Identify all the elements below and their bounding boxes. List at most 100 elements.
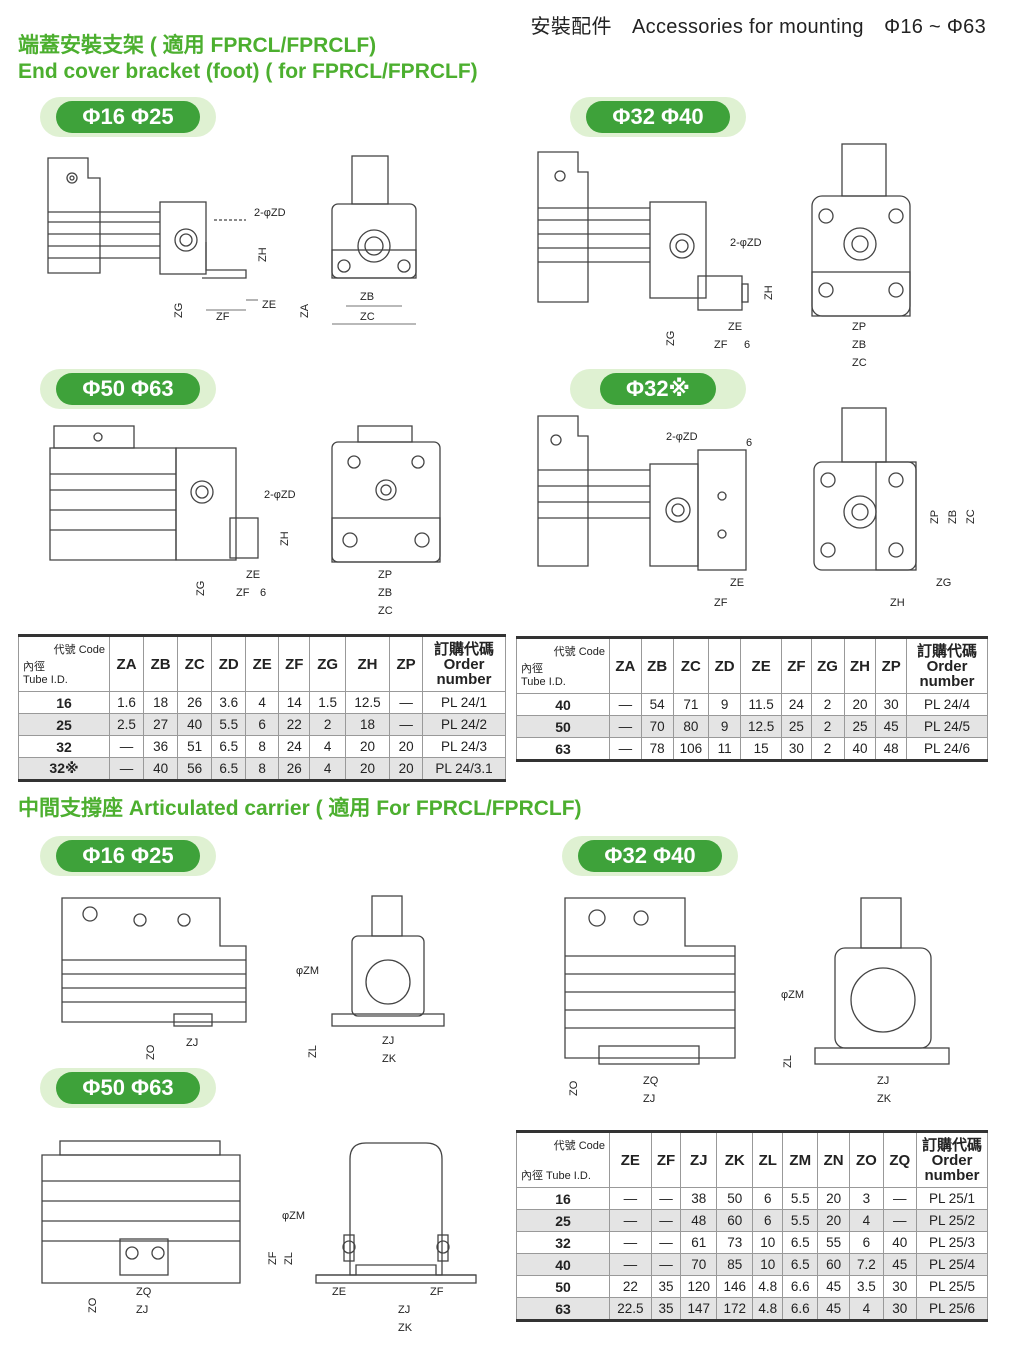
table-cell: 27 [143, 713, 179, 736]
row-tube-id: 63 [516, 737, 610, 762]
drawing-foot-32-40-side: 2-φZD ZH ZG ZE ZF 6 [537, 151, 775, 351]
table-cell: 120 [680, 1275, 718, 1298]
col-header: ZE [245, 634, 280, 692]
dim-label-zb-3: ZB [378, 587, 392, 599]
dim-label-zf-5: ZF [267, 1251, 279, 1265]
drawing-carrier-16-25-side: ZO ZJ [61, 897, 247, 1060]
table-cell: 30 [781, 737, 812, 762]
col-header: ZE [609, 1130, 652, 1188]
col-header: ZB [640, 636, 674, 694]
table-cell: 71 [672, 693, 710, 716]
table-carrier: 代號 Code 內徑 Tube I.D. ZE ZF ZJ ZK ZL ZM Z… [516, 1130, 988, 1322]
pill-d32-d40: Φ32 Φ40 [570, 97, 746, 137]
table-cell: 5.5 [782, 1209, 819, 1232]
dim-label-zo: ZO [145, 1044, 157, 1060]
table-cell: 4 [309, 735, 346, 758]
table-cell: 20 [817, 1209, 851, 1232]
col-header: ZP [389, 634, 423, 692]
table-cell: 55 [817, 1231, 851, 1254]
dim-label-zb-2: ZB [852, 339, 866, 351]
order-number: PL 24/4 [906, 693, 988, 716]
col-header: ZJ [680, 1130, 718, 1188]
table-cell: 12.5 [739, 715, 783, 738]
table-cell: 73 [716, 1231, 754, 1254]
table-cell: 22 [278, 713, 311, 736]
table-cell: 3.5 [849, 1275, 884, 1298]
dim-label-zc-4: ZC [965, 509, 977, 524]
dim-label-zk-3: ZK [398, 1322, 413, 1334]
row-tube-id: 40 [516, 1253, 610, 1276]
dim-label-zg-4: ZG [936, 577, 951, 589]
table-cell: 40 [843, 737, 877, 762]
table-cell: 4.8 [752, 1275, 784, 1298]
table-cell: — [108, 735, 145, 758]
table-cell: 56 [177, 757, 213, 782]
order-number: PL 24/6 [906, 737, 988, 762]
col-header: ZF [278, 634, 311, 692]
row-tube-id: 50 [516, 1275, 610, 1298]
table-cell: 11.5 [739, 693, 783, 716]
dim-label-ze-4: ZE [730, 577, 744, 589]
table-cell: 51 [177, 735, 213, 758]
dim-label-zd-3: 2-φZD [264, 489, 296, 501]
table-cell: — [609, 1253, 652, 1276]
dim-label-zo-2: ZO [568, 1080, 580, 1096]
row-tube-id: 32※ [18, 757, 110, 782]
table-cell: 2.5 [108, 713, 145, 736]
table-cell: 10 [752, 1253, 784, 1276]
pill2-d16-d25: Φ16 Φ25 [40, 836, 216, 876]
table-cell: 5.5 [782, 1187, 819, 1210]
table-cell: 2 [810, 715, 845, 738]
dim-label-zp-3: ZP [378, 569, 392, 581]
pill-d16-d25: Φ16 Φ25 [40, 97, 216, 137]
table-cell: — [609, 737, 642, 762]
section2-title: 中間支撐座 Articulated carrier ( 適用 For FPRCL… [18, 797, 582, 820]
table-cell: 6.5 [782, 1253, 819, 1276]
table-cell: 1.5 [309, 691, 346, 714]
table-cell: 20 [389, 735, 423, 758]
drawing-foot-16-25-front: ZA ZB ZC [299, 155, 417, 325]
col-header: ZF [781, 636, 812, 694]
drawing-carrier-50-63-front: φZM ZF ZL ZE ZF ZJ ZK [267, 1142, 477, 1334]
table-cell: 15 [739, 737, 783, 762]
drawing-carrier-50-63-side: ZO ZQ ZJ [41, 1140, 241, 1316]
table-cell: 18 [344, 713, 391, 736]
drawing-foot-50-63-side: 2-φZD ZH ZG ZE ZF 6 [49, 425, 296, 599]
order-number: PL 25/1 [916, 1187, 988, 1210]
table-cell: — [609, 1231, 652, 1254]
table-cell: 5.5 [211, 713, 247, 736]
table-cell: 70 [640, 715, 674, 738]
table-cell: — [609, 693, 642, 716]
table-cell: 20 [344, 757, 391, 782]
table-cell: 22.5 [609, 1297, 652, 1322]
col-header: ZK [716, 1130, 754, 1188]
col-header: ZC [177, 634, 213, 692]
table-cell: 2 [810, 737, 845, 762]
order-number: PL 24/1 [422, 691, 506, 714]
table-cell: 70 [680, 1253, 718, 1276]
table-cell: 6 [752, 1209, 784, 1232]
dim-label-zb: ZB [360, 291, 374, 303]
table-cell: 30 [882, 1275, 918, 1298]
table-cell: 6.5 [211, 757, 247, 782]
table-cell: 24 [781, 693, 812, 716]
col-header-order: 訂購代碼 Order number [916, 1130, 988, 1188]
table-cell: 48 [680, 1209, 718, 1232]
dim-label-zj-3: ZJ [398, 1304, 410, 1316]
col-header: ZP [875, 636, 907, 694]
row-tube-id: 40 [516, 693, 610, 716]
dim-label-zh-4: ZH [890, 597, 905, 609]
dim-label-ze-2: ZE [728, 321, 742, 333]
dim-label-ze-3: ZE [246, 569, 260, 581]
dim-label-zn-2: ZJ [643, 1093, 655, 1105]
table-cell: — [609, 715, 642, 738]
dim-label-zn: ZJ [186, 1037, 198, 1049]
dim-label-6-4: 6 [746, 437, 752, 449]
table-cell: 25 [843, 715, 877, 738]
table-cell: — [650, 1231, 682, 1254]
table-cell: — [650, 1187, 682, 1210]
table-cell: 6.6 [782, 1297, 819, 1322]
